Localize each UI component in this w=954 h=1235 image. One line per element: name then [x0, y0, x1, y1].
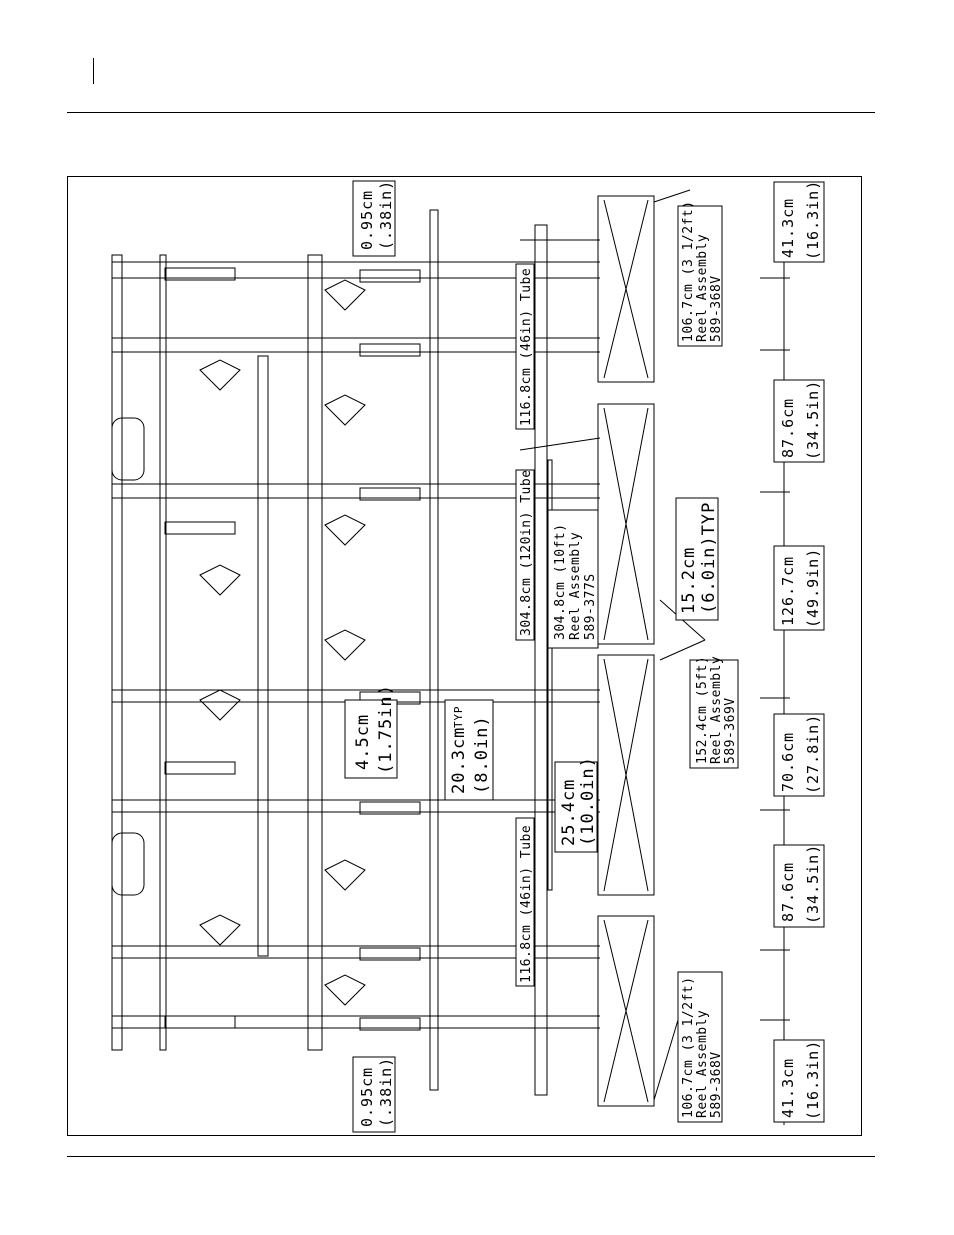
figure-frame: [67, 176, 862, 1136]
dim-152-cm: 15.2cm: [679, 547, 699, 614]
dim-413-bot-in: (16.3in): [804, 1040, 822, 1120]
reel-106-bot-part: 589-368V: [709, 1051, 724, 1118]
reel-304-name: Reel Assembly: [568, 532, 583, 640]
reel-106-top-part: 589-368V: [709, 275, 724, 342]
dim-1267-cm: 126.7cm: [779, 556, 797, 626]
dim-095-bot-in: (.38in): [377, 1057, 395, 1127]
dim-203-typ: TYP: [452, 706, 465, 728]
dim-254-in: (10.0in): [578, 756, 598, 846]
dim-095-bot-cm: 0.95cm: [358, 1067, 376, 1127]
reel-106-bot-name: Reel Assembly: [695, 1010, 710, 1118]
dim-876-top-in: (34.5in): [804, 380, 822, 460]
dim-706-cm: 70.6cm: [779, 732, 797, 792]
reel-152-part: 589-369V: [723, 697, 738, 764]
tube-mid-label: 304.8cm (120in) Tube: [519, 469, 534, 636]
reel-106-bot-size: 106.7cm (3 1/2ft): [681, 976, 696, 1118]
dim-1267-in: (49.9in): [804, 548, 822, 628]
dim-876-bot-in: (34.5in): [804, 844, 822, 924]
tube-top-label: 116.8cm (46in) Tube: [519, 268, 534, 426]
dim-413-bot-cm: 41.3cm: [779, 1058, 797, 1118]
dim-413-top-cm: 41.3cm: [779, 198, 797, 258]
dim-095-top-cm: 0.95cm: [358, 190, 376, 250]
reel-152-size: 152.4cm (5ft): [695, 656, 710, 764]
header-rule: [67, 112, 875, 113]
reel-106-top-size: 106.7cm (3 1/2ft): [681, 200, 696, 342]
dim-203-cm: 20.3cm: [449, 727, 469, 794]
reel-152-name: Reel Assembly: [709, 656, 724, 764]
reel-304-part: 589-377S: [583, 573, 598, 640]
dim-876-bot-cm: 87.6cm: [779, 862, 797, 922]
dim-876-top-cm: 87.6cm: [779, 398, 797, 458]
footer-rule: [67, 1156, 875, 1157]
dim-45-in: (1.75in): [376, 684, 396, 774]
dim-152-in: (6.0in)TYP: [699, 502, 719, 614]
dim-706-in: (27.8in): [804, 714, 822, 794]
tube-bot-label: 116.8cm (46in) Tube: [519, 825, 534, 983]
dim-254-cm: 25.4cm: [559, 779, 579, 846]
header-margin-bar: [93, 58, 94, 84]
dim-413-top-in: (16.3in): [804, 180, 822, 260]
dim-203-in: (8.0in): [472, 715, 492, 794]
dim-45-cm: 4.5cm: [353, 714, 373, 770]
dim-095-top-in: (.38in): [377, 180, 395, 250]
reel-106-top-name: Reel Assembly: [695, 234, 710, 342]
reel-304-size: 304.8cm (10ft): [553, 523, 568, 640]
